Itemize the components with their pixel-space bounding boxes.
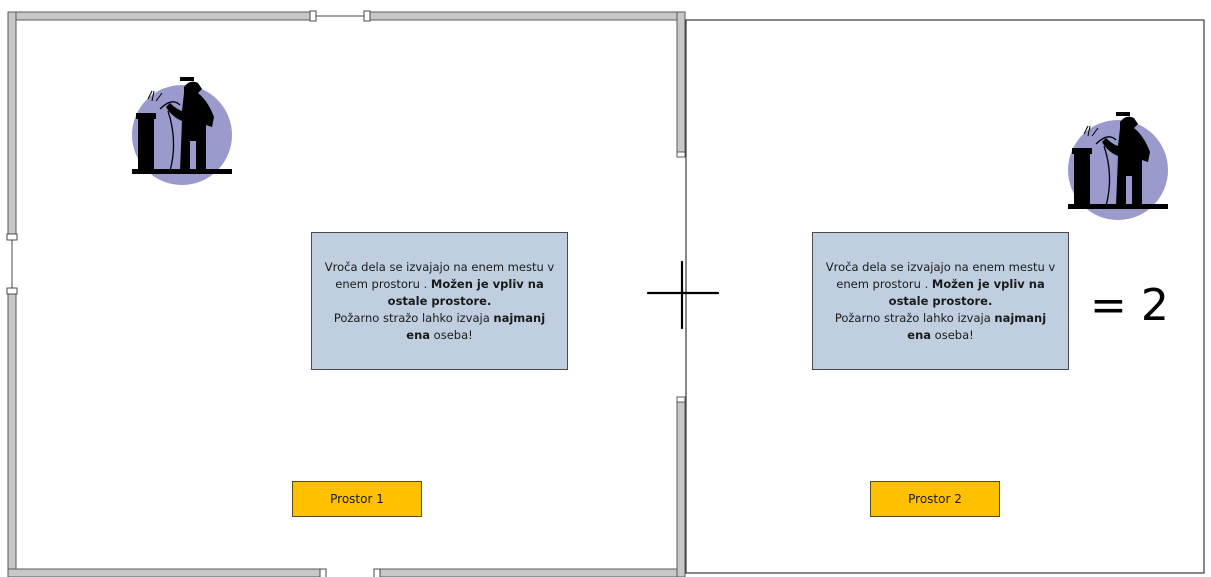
welder-workpiece-top [136, 113, 156, 119]
note-line1: Vroča dela se izvajajo na enem mestu v e… [324, 259, 555, 291]
wall-bottom-left-segment [7, 568, 325, 577]
door-bottom-jamb-right [373, 568, 381, 577]
note-line2: Požarno stražo lahko izvaja [333, 310, 490, 325]
wall-bottom-right-segment [377, 568, 681, 577]
welder-icon [1068, 112, 1168, 220]
divider-cap-top [676, 151, 686, 158]
room-2-border [685, 19, 1205, 574]
door-top-jamb-left [309, 10, 317, 22]
door-left-jamb-bottom [6, 287, 18, 295]
note-text: Vroča dela se izvajajo na enem mestu v e… [320, 259, 559, 344]
note-box-room-2: Vroča dela se izvajajo na enem mestu v e… [812, 232, 1069, 370]
welder-helmet-brim [180, 77, 194, 81]
divider-wall-lower [676, 397, 686, 577]
note-line3: oseba! [433, 327, 473, 342]
wall-top-left-segment [7, 11, 315, 21]
welder-sparks [1083, 125, 1099, 137]
welder-cable [159, 101, 181, 172]
divider-wall-upper [676, 11, 686, 156]
note-text: Vroča dela se izvajajo na enem mestu v e… [821, 259, 1060, 344]
door-top [309, 10, 371, 22]
welder-icon [132, 77, 232, 185]
door-top-jamb-right [363, 10, 371, 22]
note-box-room-1: Vroča dela se izvajajo na enem mestu v e… [311, 232, 568, 370]
door-bottom [319, 568, 381, 577]
note-line1: Vroča dela se izvajajo na enem mestu v e… [825, 259, 1056, 291]
plus-sign [646, 260, 720, 330]
note-line3: oseba! [934, 327, 974, 342]
note-bold1: Možen je vpliv na ostale prostore. [387, 276, 544, 308]
note-bold1: Možen je vpliv na ostale prostore. [888, 276, 1045, 308]
room-label-2: Prostor 2 [870, 481, 1000, 517]
welder-workpiece [138, 117, 154, 171]
wall-left-upper [7, 11, 17, 239]
note-bold2: najmanj ena [406, 310, 546, 342]
door-left [6, 233, 18, 295]
welder-helmet-brim [1116, 112, 1130, 116]
door-bottom-jamb-left [319, 568, 327, 577]
room-1-walls [7, 11, 686, 577]
wall-left-lower [7, 291, 17, 577]
welder-workpiece-top [1072, 148, 1092, 154]
welder-cable [1095, 136, 1117, 207]
door-left-jamb-top [6, 233, 18, 241]
divider-wall-caps [676, 151, 686, 403]
wall-top-right-segment [367, 11, 681, 21]
welder-floor [132, 169, 232, 174]
note-line2: Požarno stražo lahko izvaja [834, 310, 991, 325]
divider-cap-bottom [676, 396, 686, 403]
welder-floor [1068, 204, 1168, 209]
room-label-1: Prostor 1 [292, 481, 422, 517]
welder-figure [166, 81, 214, 171]
welder-workpiece [1074, 152, 1090, 206]
welder-sparks [147, 90, 163, 102]
welder-figure [1102, 116, 1150, 206]
note-bold2: najmanj ena [907, 310, 1047, 342]
equation-result: = 2 [1090, 280, 1169, 331]
